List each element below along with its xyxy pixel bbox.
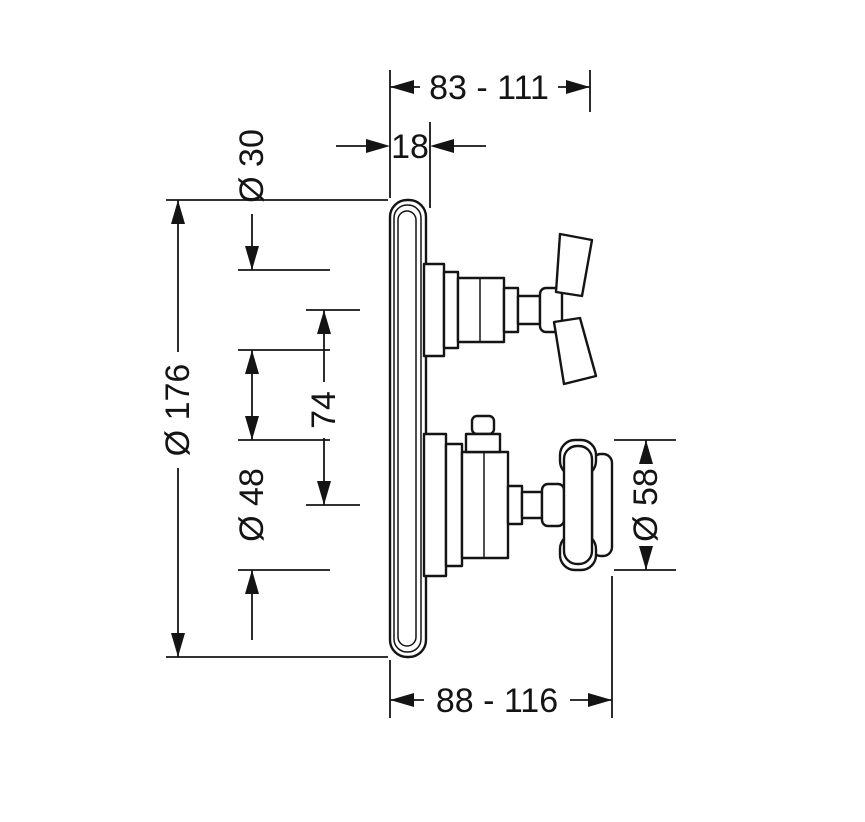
dimension-label-valve-spacing: 74 [305,391,343,429]
arrowhead-right-pointing [366,139,390,153]
safety-stop-knob-cap [470,414,496,436]
upper-valve-assembly [422,232,598,386]
arrowhead-up [317,310,331,334]
lever-handle-lower-blade [552,316,598,386]
upper-stem [516,294,542,326]
arrowhead-down [245,416,259,440]
dimension-handle-diameter: Ø 58 [614,439,676,571]
upper-flange [422,262,446,358]
dimension-label-handle-diameter: Ø 58 [627,468,665,542]
lower-cartridge-body [460,450,510,560]
dimension-label-top-depth-range: 83 - 111 [429,69,549,107]
dimension-bottom-depth-range: 88 - 116 [389,576,613,720]
arrowhead-down [245,246,259,270]
dimension-top-depth-range: 83 - 111 [389,69,591,198]
cross-handle-bar [562,444,594,566]
upper-cartridge-body [456,276,506,344]
lower-neck [506,484,524,526]
arrowhead-down [639,546,653,570]
arrowhead-up [245,350,259,374]
cross-handle-outer-arm [590,452,614,558]
dimension-label-plate-thickness: 18 [391,128,429,166]
arrowhead-right [588,693,612,707]
lower-stem [520,490,544,520]
arrowhead-right [566,80,590,94]
cross-handle-hub [540,482,566,528]
upper-neck [502,286,520,334]
wall-plate [388,198,428,659]
dimension-label-plate-diameter: Ø 176 [159,364,197,457]
arrowhead-left-pointing [430,139,454,153]
lower-valve-assembly [422,414,614,578]
arrowhead-down [171,633,185,657]
dimension-valve-spacing: 74 [305,309,360,506]
dimension-plate-thickness: 18 [336,122,486,208]
dimension-label-bottom-depth-range: 88 - 116 [436,682,558,720]
arrowhead-up [639,440,653,464]
arrowhead-left [390,693,414,707]
wall-plate-outer-contour [388,198,428,659]
lower-sleeve [444,442,464,568]
lower-flange [422,432,448,578]
dimension-plate-diameter: Ø 176 [159,199,388,658]
safety-stop-knob-base [464,432,502,454]
wall-plate-inner-contour [397,210,417,647]
arrowhead-up [245,570,259,594]
arrowhead-left [390,80,414,94]
lever-handle-upper-blade [554,232,594,298]
upper-sleeve [442,270,460,350]
arrowhead-up [171,200,185,224]
wall-plate-mid-contour [393,204,422,653]
arrowhead-down [317,481,331,505]
dimension-label-upper-sleeve-diameter: Ø 30 [233,129,271,203]
dimension-sleeve-diameters: Ø 30 Ø 48 [233,129,330,640]
dimension-label-lower-sleeve-diameter: Ø 48 [233,468,271,542]
